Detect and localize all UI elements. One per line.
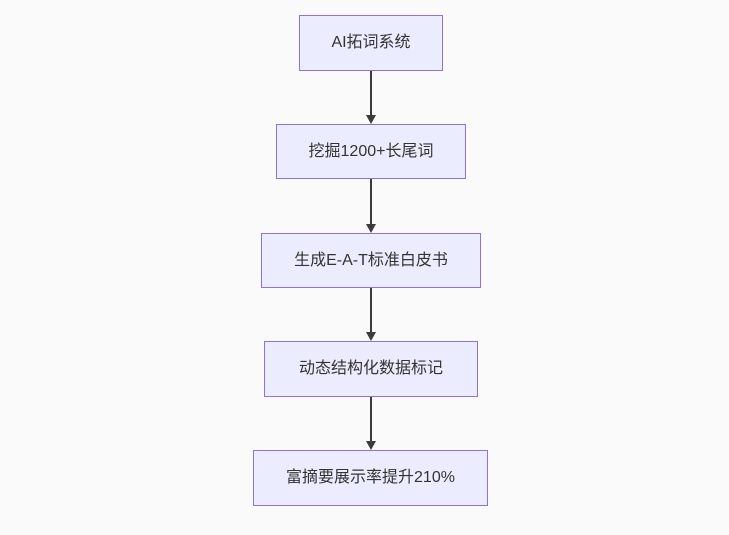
flow-node-4: 动态结构化数据标记: [264, 341, 478, 397]
flow-arrow-1: [364, 71, 377, 124]
flow-node-label: 动态结构化数据标记: [298, 360, 443, 378]
flow-node-label: AI拓词系统: [331, 34, 411, 52]
arrow-line: [369, 179, 372, 224]
flow-node-2: 挖掘1200+长尾词: [276, 124, 466, 179]
flow-arrow-4: [364, 397, 377, 450]
arrow-line: [369, 397, 372, 441]
flow-node-1: AI拓词系统: [299, 15, 443, 71]
flow-node-label: 生成E-A-T标准白皮书: [294, 251, 448, 269]
flow-arrow-3: [364, 288, 377, 341]
arrow-head-icon: [365, 224, 376, 233]
arrow-line: [369, 288, 372, 332]
flow-node-3: 生成E-A-T标准白皮书: [261, 233, 481, 288]
flow-node-label: 挖掘1200+长尾词: [308, 142, 434, 160]
flow-arrow-2: [364, 179, 377, 233]
arrow-line: [369, 71, 372, 115]
arrow-head-icon: [365, 441, 376, 450]
arrow-head-icon: [365, 332, 376, 341]
arrow-head-icon: [365, 115, 376, 124]
flow-node-5: 富摘要展示率提升210%: [253, 450, 488, 506]
flow-node-label: 富摘要展示率提升210%: [286, 469, 455, 487]
